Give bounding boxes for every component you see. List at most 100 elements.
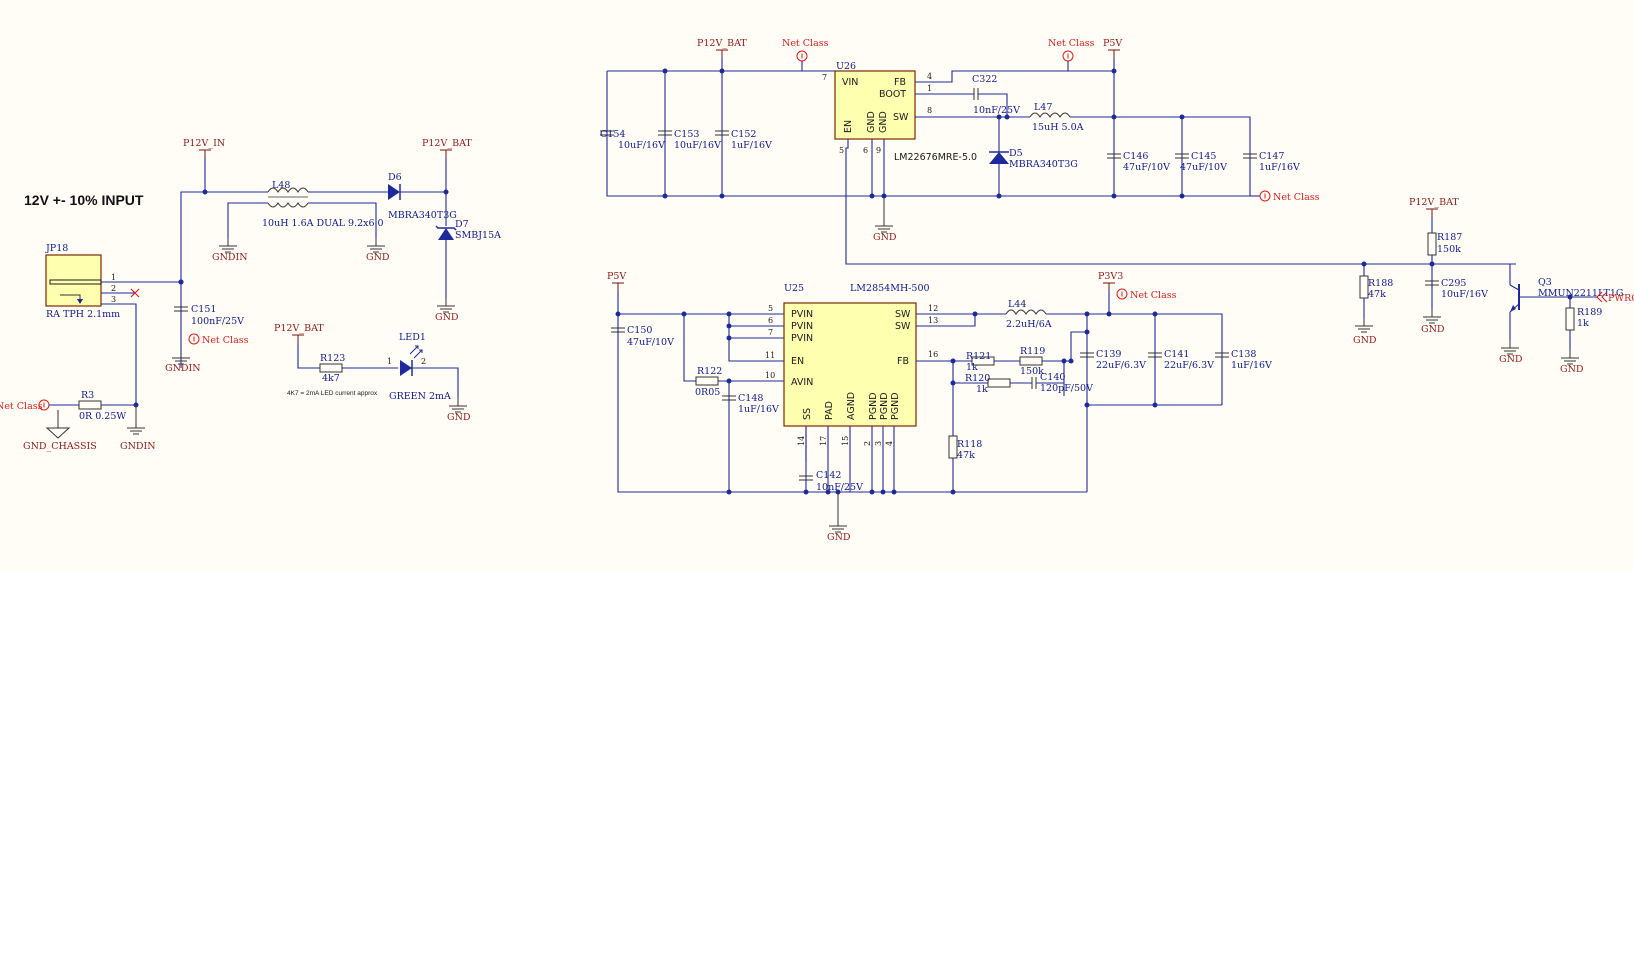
u26-pinnum-6: 6 (863, 146, 868, 155)
c322-ref: C322 (972, 74, 997, 85)
jp18-connector[interactable]: JP18 RA TPH 2.1mm 1 2 3 (45, 243, 120, 320)
gnd-net-r188: GND (1353, 335, 1377, 346)
c142-value: 10nF/25V (816, 482, 863, 493)
gnd-net-u26: GND (873, 232, 897, 243)
r123-resistor[interactable] (319, 363, 343, 373)
r123-ref: R123 (320, 353, 345, 364)
u25-pin-sw2: SW (895, 321, 911, 332)
r120-value: 1k (976, 384, 988, 395)
u25-section: P5V C150 47uF/10V R122 0R05 C148 1uF/16V… (607, 271, 1272, 543)
u26-pinnum-5: 5 (839, 146, 844, 155)
c152-ref: C152 (731, 129, 756, 140)
c322-value: 10nF/25V (973, 105, 1020, 116)
c150-value: 47uF/10V (627, 337, 674, 348)
d7-tvs-diode[interactable] (435, 225, 457, 240)
u25-pin-pvin2: PVIN (791, 321, 813, 332)
u25-pinnum-16: 16 (928, 350, 938, 359)
gnd-chassis-net: GND_CHASSIS (23, 441, 97, 452)
d5-value: MBRA340T3G (1009, 159, 1078, 170)
p12v-bat-net-4: P12V_BAT (1409, 197, 1459, 208)
u26-pin-gnd1: GND (866, 111, 877, 133)
c147-ref: C147 (1259, 151, 1284, 162)
schematic-sheet: 12V +- 10% INPUT JP18 RA TPH 2.1mm 1 2 3… (0, 38, 1634, 543)
c139-ref: C139 (1096, 349, 1121, 360)
u26-pin-fb: FB (894, 77, 906, 88)
d6-ref: D6 (388, 172, 402, 183)
l44-inductor[interactable] (1005, 309, 1047, 315)
gnd-net-led: GND (447, 412, 471, 423)
gnd-net-u25: GND (827, 532, 851, 543)
r122-ref: R122 (697, 366, 722, 377)
d6-diode[interactable] (388, 184, 401, 200)
led1-ref: LED1 (399, 332, 426, 343)
r122-value: 0R05 (695, 387, 720, 398)
c141-ref: C141 (1164, 349, 1189, 360)
c140-value: 120pF/50V (1040, 383, 1093, 394)
q3-value: MMUN2211LT1G (1538, 288, 1623, 299)
l47-inductor[interactable] (1029, 112, 1071, 118)
u25-part: LM2854MH-500 (850, 283, 930, 294)
pwrcut-net: PWRCUT_B (1608, 293, 1634, 304)
c154-ref: C154 (600, 129, 625, 140)
r3-value: 0R 0.25W (79, 411, 126, 422)
u25-pin-pgnd3: PGND (890, 392, 901, 420)
p12v-bat-net-2: P12V_BAT (274, 323, 324, 334)
u25-pin-agnd: AGND (846, 392, 857, 420)
p12v-in-net: P12V_IN (183, 138, 225, 149)
d5-diode[interactable] (989, 151, 1009, 164)
no-connect-marker (130, 288, 140, 298)
r3-ref: R3 (81, 390, 94, 401)
u25-chip[interactable] (783, 302, 917, 427)
q3-transistor[interactable] (1509, 284, 1520, 313)
p5v-net-1: P5V (1103, 38, 1122, 49)
r119-ref: R119 (1020, 346, 1045, 357)
u25-pin-pvin1: PVIN (791, 309, 813, 320)
input-port-icon (1596, 291, 1608, 303)
r123-note: 4K7 = 2mA LED current approx (287, 390, 378, 397)
c154-value: 10uF/16V (618, 140, 665, 151)
r188-ref: R188 (1368, 278, 1393, 289)
chassis-ground-icon (45, 410, 71, 439)
u26-pinnum-9: 9 (876, 146, 881, 155)
c146-ref: C146 (1123, 151, 1148, 162)
l48-ref: L48 (272, 180, 290, 191)
u25-pinnum-17: 17 (819, 436, 828, 446)
u25-pinnum-4: 4 (885, 441, 894, 446)
r118-ref: R118 (957, 439, 982, 450)
u26-pinnum-1: 1 (927, 84, 932, 93)
c145-value: 47uF/10V (1180, 162, 1227, 173)
net-class-label-c151: Net Class (202, 335, 249, 346)
c151-ref: C151 (191, 304, 216, 315)
r119-value: 150k (1020, 366, 1044, 377)
r187-resistor[interactable] (1427, 232, 1437, 256)
c138-value: 1uF/16V (1231, 360, 1272, 371)
c150-ref: C150 (627, 325, 652, 336)
d6-value: MBRA340T3G (388, 210, 457, 221)
led1-diode[interactable] (400, 345, 423, 376)
u25-pin-sw1: SW (895, 309, 911, 320)
r188-value: 47k (1368, 289, 1386, 300)
u25-pin-avin: AVIN (791, 377, 813, 388)
net-class-label-u26in: Net Class (782, 38, 829, 49)
u26-pinnum-4: 4 (927, 72, 932, 81)
r118-resistor[interactable] (948, 435, 958, 459)
r188-resistor[interactable] (1359, 275, 1369, 299)
u25-pinnum-10: 10 (765, 371, 775, 380)
r189-resistor[interactable] (1565, 307, 1575, 331)
r122-resistor[interactable] (695, 376, 719, 386)
u25-pinnum-14: 14 (797, 436, 806, 446)
r120-resistor[interactable] (987, 378, 1011, 388)
l47-value: 15uH 5.0A (1032, 122, 1084, 133)
u26-pin-en: EN (843, 120, 854, 133)
page-title: 12V +- 10% INPUT (24, 192, 144, 208)
u26-pin-sw: SW (893, 112, 909, 123)
u26-chip[interactable] (834, 70, 916, 140)
r121-ref: R121 (966, 351, 991, 362)
gnd-net-c295: GND (1421, 324, 1445, 335)
r3-resistor[interactable] (78, 400, 102, 410)
l48-choke[interactable] (267, 187, 309, 208)
jp18-pin-2: 2 (111, 284, 116, 293)
d5-ref: D5 (1009, 148, 1023, 159)
r119-resistor[interactable] (1019, 356, 1043, 366)
q3-ref: Q3 (1538, 277, 1552, 288)
